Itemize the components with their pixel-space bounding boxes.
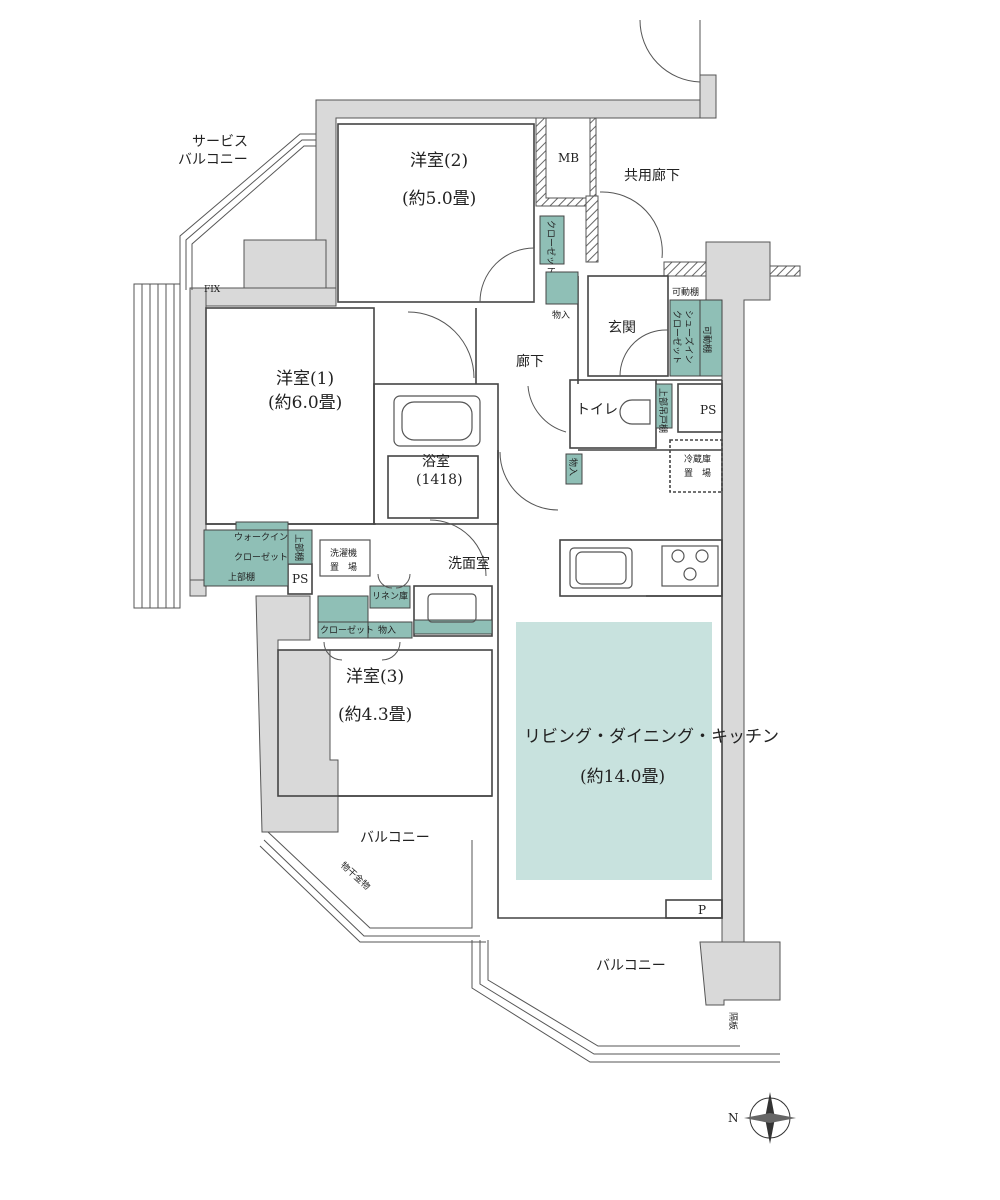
mb-shaft xyxy=(535,117,801,277)
fixtures xyxy=(319,395,719,623)
upper-shelf-1-label: 上部棚 xyxy=(228,571,255,583)
room-1-size: (約6.0畳) xyxy=(268,393,342,413)
movable-shelf-side-label: 可動棚 xyxy=(701,326,713,353)
storage-1-label: 物入 xyxy=(552,309,570,321)
ldk-name: リビング・ダイニング・キッチン xyxy=(524,727,779,747)
toilet-bowl xyxy=(619,399,651,425)
door-swings xyxy=(323,19,701,661)
ps-top-label: PS xyxy=(700,403,716,417)
bathtub xyxy=(393,395,481,447)
movable-shelf-top-label: 可動棚 xyxy=(672,286,699,298)
wash-basin xyxy=(427,593,477,623)
closet-room2-label: クローゼット xyxy=(545,220,557,274)
storage-3-label: 物入 xyxy=(378,624,396,636)
balcony-west-label: バルコニー xyxy=(360,830,430,846)
washer-space xyxy=(319,539,371,577)
room-walls xyxy=(205,123,723,919)
shoes-in-label-2: クローゼット xyxy=(671,310,683,364)
bathroom-size: (1418) xyxy=(416,472,463,488)
service-balcony-label-2: バルコニー xyxy=(178,152,248,168)
stove xyxy=(661,545,719,587)
fix-label: FIX xyxy=(204,285,221,295)
shoes-in-label-1: シューズイン xyxy=(683,310,695,364)
washer-label-2: 置 場 xyxy=(330,561,357,573)
drying-hardware-label: 物干金物 xyxy=(338,859,373,892)
closet-room3-label: クローゼット xyxy=(320,624,374,636)
p-label: P xyxy=(698,903,706,917)
walk-in-label-2: クローゼット xyxy=(234,551,288,563)
washroom-label: 洗面室 xyxy=(448,555,490,572)
room-2-name: 洋室(2) xyxy=(410,151,468,171)
linen-label: リネン庫 xyxy=(372,590,408,602)
storage-2-label: 物入 xyxy=(567,458,579,476)
room-2-size: (約5.0畳) xyxy=(402,189,476,209)
ps-left-label: PS xyxy=(292,572,308,586)
compass-north-label: N xyxy=(728,1111,739,1125)
hallway-label: 廊下 xyxy=(516,353,544,370)
storage-fills xyxy=(203,215,723,639)
walk-in-label-1: ウォークイン xyxy=(234,532,288,543)
compass: N xyxy=(728,1092,796,1144)
partition-board-label: 隔板 xyxy=(727,1012,739,1030)
room-3-name: 洋室(3) xyxy=(346,667,404,687)
service-balcony-label-1: サービス xyxy=(192,134,248,150)
kitchen-sink xyxy=(569,547,633,589)
ldk-floor xyxy=(516,622,712,880)
bathroom-name: 浴室 xyxy=(422,453,450,470)
washer-label-1: 洗濯機 xyxy=(330,547,357,559)
labels: 洋室(2) (約5.0畳) 洋室(1) (約6.0畳) 洋室(3) (約4.3畳… xyxy=(178,134,779,1030)
ldk-size: (約14.0畳) xyxy=(580,767,665,787)
upper-shelf-2-label: 上部棚 xyxy=(293,534,305,561)
balcony-outlines xyxy=(133,133,780,1063)
toilet-label: トイレ xyxy=(576,402,618,418)
balcony-south-label: バルコニー xyxy=(596,958,666,974)
fridge-label-1: 冷蔵庫 xyxy=(684,453,711,465)
upper-shelf-toilet-label: 上部吊戸棚 xyxy=(657,388,669,433)
room-3-size: (約4.3畳) xyxy=(338,705,412,725)
room-1-name: 洋室(1) xyxy=(276,369,334,389)
common-corridor-label: 共用廊下 xyxy=(624,167,680,184)
entrance-label: 玄関 xyxy=(608,319,636,336)
mb-label: MB xyxy=(558,151,579,165)
fridge-label-2: 置 場 xyxy=(684,467,711,479)
